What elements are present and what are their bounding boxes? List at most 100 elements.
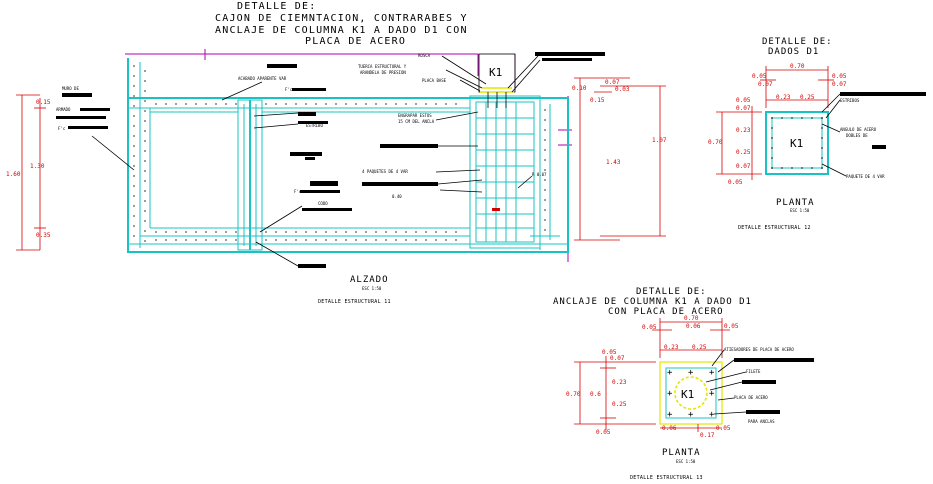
dado-dim-left-007b: 0.07 [736, 163, 751, 170]
rebar-dot [133, 155, 135, 157]
rebar-dot [133, 115, 135, 117]
rebar-dot [165, 239, 167, 241]
rebar-dot [425, 231, 427, 233]
rebar-dot [425, 103, 427, 105]
rebar-dot [205, 103, 207, 105]
anclaje-dim-left-005b: 0.05 [596, 429, 611, 436]
rebar-dot [295, 103, 297, 105]
rebar-dot [144, 140, 146, 142]
anchor-plate-plan: K1 [659, 361, 723, 425]
dado-rebar-dot [771, 167, 773, 169]
rebar-dot [265, 103, 267, 105]
rebar-dot [144, 70, 146, 72]
rebar-dot [165, 103, 167, 105]
label-fc-low: F'c [294, 189, 302, 194]
rebar-dot [205, 239, 207, 241]
rebar-dot [325, 231, 327, 233]
dim-right-015: 0.15 [590, 97, 605, 104]
label-arandela: ARANDELA DE PRESION [360, 70, 406, 75]
anclaje-dim-left-025: 0.25 [612, 401, 627, 408]
anclaje-dim-top-025: 0.25 [692, 344, 707, 351]
label-acabado: ACABADO APARENTE VAR [238, 76, 287, 81]
rebar-dot [415, 103, 417, 105]
rebar-dot [345, 103, 347, 105]
rebar-dot [544, 129, 546, 131]
detail-anclaje: DETALLE DE: ANCLAJE DE COLUMNA K1 A DADO… [553, 287, 814, 481]
rebar-dot [435, 239, 437, 241]
dim-right-107: 1.07 [652, 137, 667, 144]
rebar-dot [144, 170, 146, 172]
dado-rebar-dot [811, 167, 813, 169]
anclaje-label-atiesadores: ATIESADORES DE PLACA DE ACERO [724, 347, 794, 352]
rebar-dot [195, 103, 197, 105]
alzado-title-line1: DETALLE DE: [237, 1, 316, 12]
anclaje-caption: DETALLE ESTRUCTURAL 13 [630, 475, 703, 481]
rebar-dot [455, 239, 457, 241]
dado-rebar-dot [781, 117, 783, 119]
rebar-dot [295, 231, 297, 233]
rebar-dot [544, 179, 546, 181]
dado-dim-left-023: 0.23 [736, 127, 751, 134]
rebar-dot [235, 231, 237, 233]
rebar-dot [544, 119, 546, 121]
rebar-dot [544, 189, 546, 191]
rebar-dot [235, 103, 237, 105]
dado-dim-top-070: 0.70 [790, 63, 805, 70]
dado-rebar-dot [821, 167, 823, 169]
rebar-dot [225, 239, 227, 241]
rebar-dot [544, 109, 546, 111]
label-codo: CODO [318, 201, 328, 206]
anchor-bolt-mark: + [667, 368, 673, 378]
label-placa-base: PLACA BASE [422, 78, 447, 83]
rebar-dot [144, 210, 146, 212]
rebar-dot [335, 239, 337, 241]
dado-rebar-dot [811, 117, 813, 119]
rebar-dot [395, 231, 397, 233]
rebar-dot [265, 239, 267, 241]
rebar-dot [144, 180, 146, 182]
anclaje-dims: 0.70 0.05 0.06 0.05 0.23 0.25 0.05 0.07 … [566, 315, 739, 439]
dado-rebar-dot [801, 167, 803, 169]
dado-label-estribos: ESTRIBOS [840, 98, 860, 103]
dado-rebar-dot [821, 117, 823, 119]
rebar-dot [415, 231, 417, 233]
dado-dim-left-005b: 0.05 [728, 179, 743, 186]
rebar-dot [285, 231, 287, 233]
dado-dims: 0.70 0.05 0.07 0.05 0.07 0.23 0.25 0.05 … [708, 63, 847, 186]
rebar-dot [215, 103, 217, 105]
rebar-dot [195, 239, 197, 241]
label-muro: MURO DE [62, 86, 79, 91]
rebar-dots [133, 65, 546, 242]
dado-rebar-dot [821, 157, 823, 159]
rebar-dot [195, 231, 197, 233]
rebar-dot [144, 160, 146, 162]
rebar-dot [544, 229, 546, 231]
rebar-dot [544, 169, 546, 171]
rebar-dot [133, 205, 135, 207]
anclaje-dim-bottom-006: 0.06 [662, 425, 677, 432]
rebar-dot [445, 239, 447, 241]
anclaje-dim-bottom-017: 0.17 [700, 432, 715, 439]
rebar-dot [365, 231, 367, 233]
column-k1-label: K1 [489, 66, 502, 79]
rebar-dot [275, 103, 277, 105]
dim-right-007: 0.07 [605, 79, 620, 86]
dado-dim-top-007a: 0.07 [758, 81, 773, 88]
rebar-dot [335, 231, 337, 233]
detail-alzado: DETALLE DE: CAJON DE CIEMNTACION, CONTRA… [6, 1, 667, 305]
rebar-dot [544, 209, 546, 211]
anclaje-title-line2: ANCLAJE DE COLUMNA K1 A DADO D1 [553, 297, 752, 307]
rebar-dot [144, 120, 146, 122]
label-fc-left: F'c [58, 126, 66, 131]
rebar-dot [133, 185, 135, 187]
dado-rebar-dot [771, 157, 773, 159]
rebar-dot [315, 103, 317, 105]
rebar-dot [305, 239, 307, 241]
rebar-dot [395, 103, 397, 105]
rebar-dot [133, 225, 135, 227]
rebar-dot [275, 231, 277, 233]
label-040: 0.40 [392, 194, 402, 199]
rebar-dot [425, 239, 427, 241]
rebar-dot [144, 90, 146, 92]
